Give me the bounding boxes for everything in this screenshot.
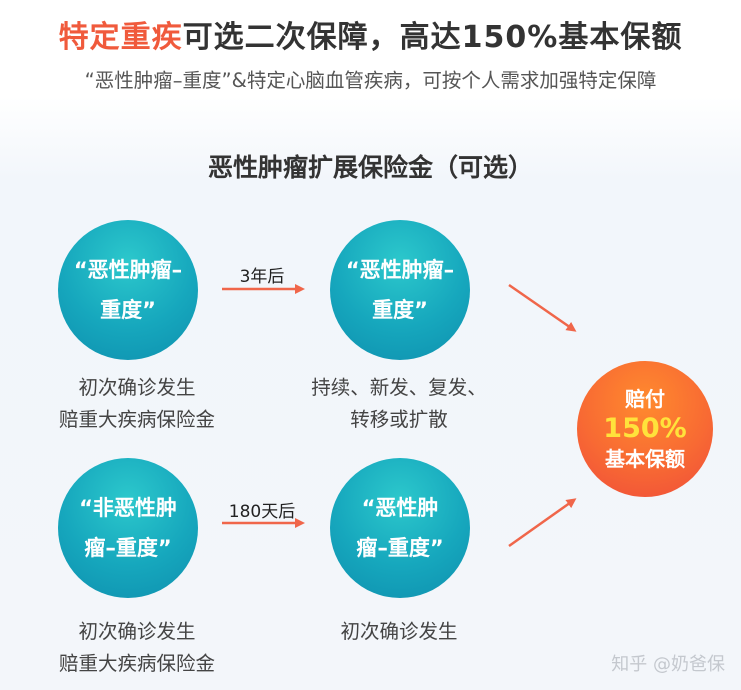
caption-flow2-first: 初次确诊发生 赔重大疾病保险金	[7, 616, 267, 680]
circle-text-line: 重度”	[100, 298, 156, 322]
result-line-basic-amount: 基本保额	[605, 447, 685, 471]
caption-line: 初次确诊发生	[78, 376, 196, 399]
arrow-to-result-bottom	[508, 498, 577, 548]
title-highlight: 特定重疾	[58, 20, 183, 55]
caption-flow1-first: 初次确诊发生 赔重大疾病保险金	[7, 372, 267, 436]
circle-malignant-severe-first: “恶性肿瘤– 重度”	[58, 220, 198, 360]
interval-label-3-years: 3年后	[239, 267, 285, 287]
circle-text-line: 重度”	[372, 298, 428, 322]
circle-malignant-severe-second: “恶性肿瘤– 重度”	[330, 220, 470, 360]
page-title: 特定重疾可选二次保障，高达150%基本保额	[0, 12, 741, 56]
result-percent: 150%	[603, 413, 687, 444]
caption-line: 赔重大疾病保险金	[58, 652, 215, 675]
caption-line: 转移或扩散	[350, 408, 448, 431]
caption-line: 初次确诊发生	[78, 620, 196, 643]
circle-text-line: “恶性肿瘤–	[73, 258, 183, 282]
caption-flow1-second: 持续、新发、复发、 转移或扩散	[269, 372, 529, 436]
circle-malignant-severe-after: “恶性肿 瘤–重度”	[330, 458, 470, 598]
page-subtitle: “恶性肿瘤–重度”&特定心脑血管疾病，可按个人需求加强特定保障	[84, 69, 657, 92]
watermark: 知乎 @奶爸保	[611, 654, 725, 675]
circle-text-line: “非恶性肿	[79, 496, 177, 520]
result-line-payout: 赔付	[625, 387, 665, 411]
interval-label-180-days: 180天后	[228, 502, 296, 522]
caption-flow2-second: 初次确诊发生	[269, 616, 529, 648]
title-rest: 可选二次保障，高达150%基本保额	[182, 20, 683, 55]
caption-line: 初次确诊发生	[340, 620, 458, 643]
caption-line: 持续、新发、复发、	[311, 376, 487, 399]
result-circle: 赔付 150% 基本保额	[577, 361, 713, 497]
caption-line: 赔重大疾病保险金	[58, 408, 215, 431]
arrow-to-result-top	[508, 283, 577, 332]
circle-text-line: 瘤–重度”	[356, 536, 444, 560]
circle-text-line: “恶性肿瘤–	[345, 258, 455, 282]
circle-non-malignant-severe: “非恶性肿 瘤–重度”	[58, 458, 198, 598]
section-title: 恶性肿瘤扩展保险金（可选）	[207, 153, 533, 182]
circle-text-line: 瘤–重度”	[84, 536, 172, 560]
circle-text-line: “恶性肿	[361, 496, 439, 520]
